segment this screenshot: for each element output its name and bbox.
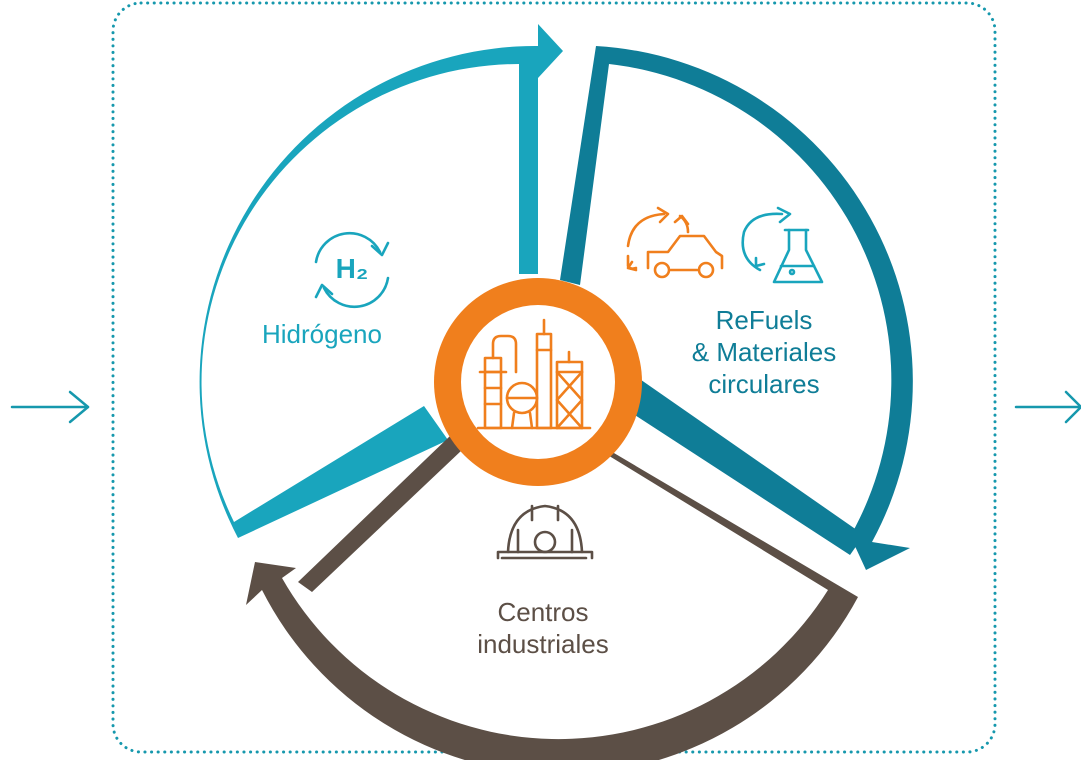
industrial-label: Centros industriales bbox=[448, 596, 638, 660]
hydrogen-label: Hidrógeno bbox=[262, 318, 382, 350]
input-arrow bbox=[10, 390, 90, 424]
industrial-label-line-2: industriales bbox=[477, 629, 609, 659]
h2-label: H₂ bbox=[336, 253, 369, 284]
car-recycle-icon bbox=[626, 206, 724, 279]
output-arrow bbox=[1014, 390, 1081, 424]
h2-cycle-icon bbox=[314, 231, 390, 309]
hydrogen-label-line: Hidrógeno bbox=[262, 319, 382, 349]
flask-recycle-icon bbox=[741, 206, 824, 284]
hard-hat-icon bbox=[496, 504, 594, 560]
hydrogen-segment bbox=[199, 24, 564, 538]
refuels-label: ReFuels & Materiales circulares bbox=[664, 304, 864, 400]
refuels-label-line-3: circulares bbox=[708, 369, 820, 399]
refuels-label-line-1: ReFuels bbox=[715, 305, 813, 335]
refuels-segment bbox=[560, 46, 913, 570]
refuels-label-line-2: & Materiales bbox=[691, 337, 837, 367]
refinery-icon bbox=[476, 318, 592, 430]
industrial-label-line-1: Centros bbox=[497, 597, 589, 627]
